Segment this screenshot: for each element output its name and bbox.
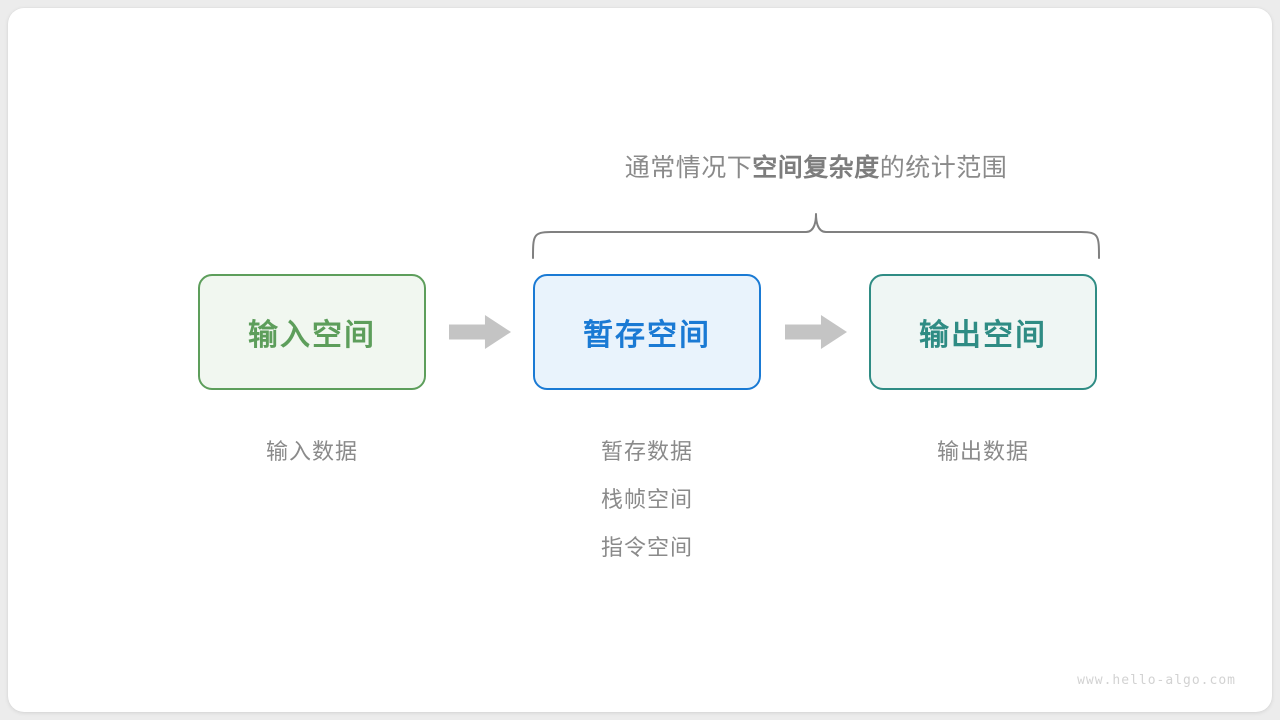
diagram-card: 通常情况下空间复杂度的统计范围 输入空间 暂存空间 输出空间 bbox=[8, 8, 1272, 712]
caption-item: 输入数据 bbox=[265, 439, 358, 464]
arrow-buffer-to-output bbox=[785, 315, 847, 349]
curly-brace-icon bbox=[532, 213, 1100, 259]
box-buffer-space-label: 暂存空间 bbox=[583, 319, 711, 352]
caption-column-input: 输入数据 bbox=[198, 428, 426, 476]
brace-caption: 通常情况下空间复杂度的统计范围 bbox=[533, 150, 1099, 186]
box-output-space-label: 输出空间 bbox=[919, 319, 1047, 352]
caption-item: 暂存数据 bbox=[600, 439, 693, 464]
box-output-space[interactable]: 输出空间 bbox=[869, 274, 1097, 390]
brace-caption-emphasis: 空间复杂度 bbox=[752, 154, 880, 182]
caption-column-buffer: 暂存数据 栈帧空间 指令空间 bbox=[533, 428, 761, 572]
caption-item: 栈帧空间 bbox=[600, 487, 693, 512]
box-buffer-space[interactable]: 暂存空间 bbox=[533, 274, 761, 390]
caption-column-output: 输出数据 bbox=[869, 428, 1097, 476]
flow-row: 输入空间 暂存空间 输出空间 bbox=[8, 274, 1272, 390]
brace-caption-prefix: 通常情况下 bbox=[624, 154, 753, 182]
watermark: www.hello-algo.com bbox=[1077, 673, 1236, 688]
box-input-space[interactable]: 输入空间 bbox=[198, 274, 426, 390]
right-arrow-icon bbox=[785, 315, 847, 349]
box-input-space-label: 输入空间 bbox=[248, 319, 376, 352]
caption-row: 输入数据 暂存数据 栈帧空间 指令空间 输出数据 bbox=[8, 428, 1272, 578]
right-arrow-icon bbox=[449, 315, 511, 349]
caption-item: 指令空间 bbox=[600, 535, 693, 560]
arrow-input-to-buffer bbox=[449, 315, 511, 349]
curly-brace bbox=[523, 204, 1109, 260]
caption-item: 输出数据 bbox=[936, 439, 1029, 464]
brace-caption-suffix: 的统计范围 bbox=[879, 154, 1008, 182]
